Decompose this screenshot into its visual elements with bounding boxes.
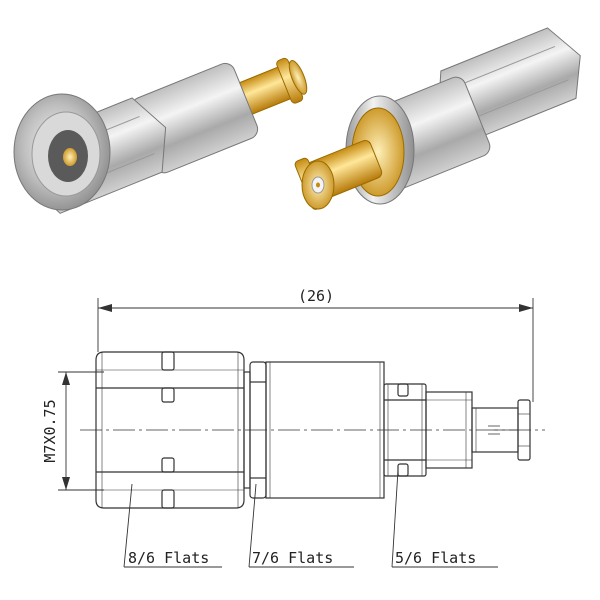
callout-8-6-flats: 8/6 Flats bbox=[128, 549, 209, 567]
connector-photo-right bbox=[294, 27, 581, 210]
hex-nut-8-6 bbox=[95, 351, 245, 509]
leader-7-6 bbox=[248, 483, 257, 568]
leader-8-6 bbox=[123, 483, 133, 568]
smp-interface bbox=[471, 399, 531, 461]
connector-photo-left bbox=[13, 57, 308, 214]
technical-drawing bbox=[58, 298, 545, 568]
callout-7-6-flats: 7/6 Flats bbox=[252, 549, 333, 567]
overall-length-label: (26) bbox=[298, 287, 334, 305]
thread-label: M7X0.75 bbox=[41, 399, 59, 462]
leader-5-6 bbox=[391, 469, 399, 568]
callout-5-6-flats: 5/6 Flats bbox=[395, 549, 476, 567]
